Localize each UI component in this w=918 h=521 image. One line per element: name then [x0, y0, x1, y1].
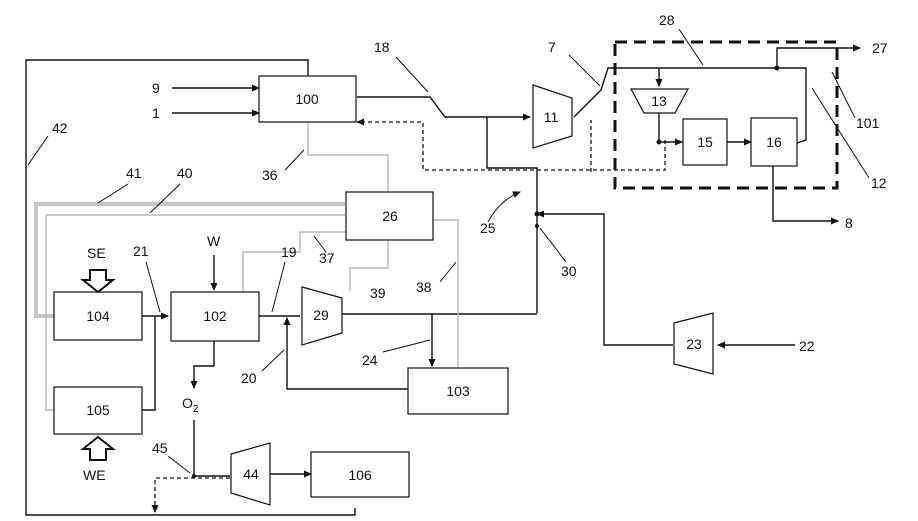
- label-o2: O2: [182, 395, 199, 415]
- box-16: 16: [751, 118, 797, 166]
- leader-24: [383, 340, 430, 352]
- o2-sub: 2: [193, 404, 199, 415]
- leader-30: [540, 228, 566, 262]
- dashed-45: [155, 478, 230, 512]
- line-105-102: [142, 316, 155, 410]
- turbine-44-label: 44: [243, 466, 259, 482]
- box-16-label: 16: [766, 134, 782, 150]
- dashed-recycle: [357, 122, 665, 170]
- ref-37: 37: [319, 250, 335, 266]
- leader-21: [146, 262, 160, 312]
- ref-19: 19: [281, 244, 297, 260]
- box-105-label: 105: [86, 402, 110, 418]
- turbine-29-label: 29: [313, 307, 329, 323]
- turbine-23-label: 23: [686, 336, 702, 352]
- leader-7: [569, 55, 600, 86]
- we-input-arrow: [83, 437, 113, 460]
- leader-28: [679, 29, 703, 65]
- ref-22: 22: [799, 338, 815, 354]
- se-input-arrow: [83, 270, 113, 292]
- leader-38: [440, 262, 456, 282]
- ref-42: 42: [52, 120, 68, 136]
- box-104: 104: [54, 292, 142, 340]
- leader-101: [832, 72, 855, 118]
- junction-dot: [535, 212, 540, 217]
- leader-19: [272, 262, 285, 312]
- leader-40: [150, 184, 180, 213]
- ref-24: 24: [362, 352, 378, 368]
- line-18: [357, 97, 530, 117]
- box-103-label: 103: [446, 383, 470, 399]
- ref-18: 18: [374, 39, 390, 55]
- line-45: [194, 420, 230, 476]
- line-36: [308, 122, 388, 192]
- box-100: 100: [259, 76, 356, 122]
- line-38: [433, 220, 458, 368]
- label-w: W: [207, 233, 221, 249]
- ref-38: 38: [416, 279, 432, 295]
- ref-9: 9: [152, 80, 160, 96]
- leader-36: [285, 150, 304, 170]
- ref-36: 36: [262, 167, 278, 183]
- leader-45: [168, 456, 190, 473]
- ref-7: 7: [548, 39, 556, 55]
- turbine-13: 13: [631, 89, 688, 113]
- ref-28: 28: [659, 12, 675, 28]
- ref-1: 1: [152, 105, 160, 121]
- turbine-44: 44: [231, 443, 270, 505]
- line-13-15: [659, 113, 682, 142]
- leader-25: [488, 192, 520, 222]
- ref-8: 8: [845, 215, 853, 231]
- o2-main: O: [182, 395, 193, 411]
- box-15: 15: [683, 119, 727, 165]
- ref-39: 39: [370, 285, 386, 301]
- junction-dot: [535, 224, 539, 228]
- ref-20: 20: [241, 370, 257, 386]
- ref-45: 45: [152, 440, 168, 456]
- ref-30: 30: [561, 263, 577, 279]
- leader-20: [262, 350, 284, 371]
- line-8: [773, 166, 838, 221]
- ref-27: 27: [872, 40, 888, 56]
- turbine-23: 23: [674, 313, 713, 374]
- box-106-label: 106: [348, 467, 372, 483]
- box-15-label: 15: [697, 134, 713, 150]
- turbine-13-label: 13: [651, 93, 667, 109]
- line-27: [777, 48, 860, 68]
- box-104-label: 104: [86, 308, 110, 324]
- ref-21: 21: [133, 243, 149, 259]
- leader-41: [98, 184, 128, 203]
- box-105: 105: [54, 387, 142, 434]
- turbine-11: 11: [533, 85, 572, 148]
- junction-dot: [657, 140, 662, 145]
- ref-12: 12: [871, 175, 887, 191]
- subsystem-boundary: [615, 42, 837, 188]
- ref-40: 40: [177, 165, 193, 181]
- box-106: 106: [311, 452, 409, 497]
- box-100-label: 100: [295, 91, 319, 107]
- ref-41: 41: [126, 165, 142, 181]
- box-26: 26: [346, 192, 433, 240]
- ref-101: 101: [856, 115, 880, 131]
- label-we: WE: [83, 467, 106, 483]
- box-26-label: 26: [382, 208, 398, 224]
- ref-25: 25: [480, 220, 496, 236]
- turbine-29: 29: [302, 287, 342, 345]
- leader-42: [28, 136, 48, 165]
- riser-25: [487, 117, 537, 313]
- line-30: [537, 214, 673, 345]
- junction-dot: [192, 474, 196, 478]
- junction-dot: [775, 66, 780, 71]
- turbine-11-label: 11: [544, 109, 559, 125]
- box-102-label: 102: [203, 308, 227, 324]
- box-103: 103: [408, 368, 508, 414]
- line-39: [350, 240, 388, 291]
- o2-line: [194, 341, 214, 388]
- label-se: SE: [87, 245, 106, 261]
- leader-12: [812, 88, 869, 178]
- box-102: 102: [171, 292, 259, 341]
- leader-18: [396, 57, 428, 92]
